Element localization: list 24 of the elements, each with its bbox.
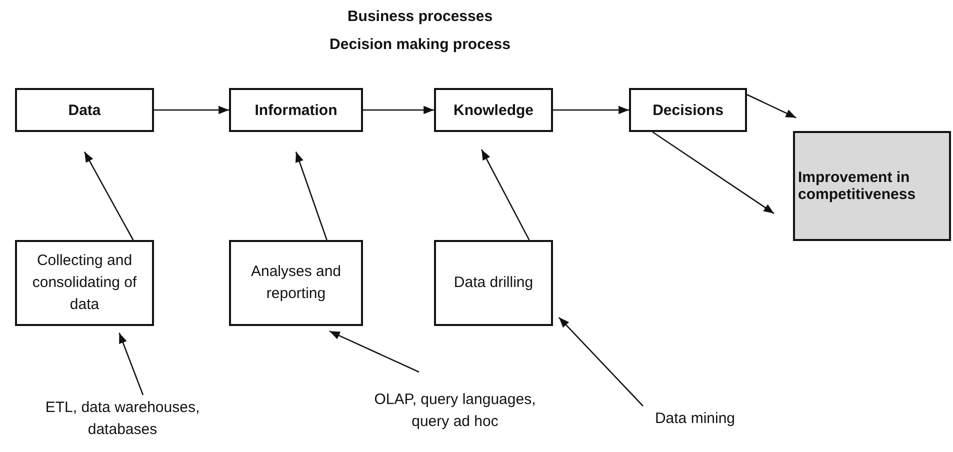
- process-box: Decisions: [629, 88, 747, 132]
- outcome-box: Improvement in competitiveness: [793, 131, 951, 241]
- process-box: Collecting and consolidating of data: [15, 240, 154, 326]
- process-box: Data: [15, 88, 154, 132]
- tool-text: Data mining: [630, 406, 760, 432]
- process-box: Data drilling: [434, 240, 553, 326]
- arrow: [84, 151, 134, 240]
- tool-text: ETL, data warehouses, databases: [20, 395, 225, 443]
- heading-text: Business processes: [346, 8, 494, 25]
- arrow: [652, 131, 774, 214]
- arrow: [118, 332, 144, 396]
- arrow: [329, 330, 420, 373]
- arrow: [154, 106, 229, 114]
- arrow: [553, 106, 629, 114]
- arrow: [481, 149, 530, 240]
- arrow: [746, 94, 796, 118]
- process-box: Analyses and reporting: [229, 240, 363, 326]
- tool-text: OLAP, query languages, query ad hoc: [365, 372, 545, 450]
- arrow: [363, 106, 434, 114]
- heading-text: Decision making process: [328, 36, 512, 53]
- process-box: Knowledge: [434, 88, 553, 132]
- arrow: [558, 316, 644, 406]
- process-box: Information: [229, 88, 363, 132]
- arrow: [295, 152, 328, 240]
